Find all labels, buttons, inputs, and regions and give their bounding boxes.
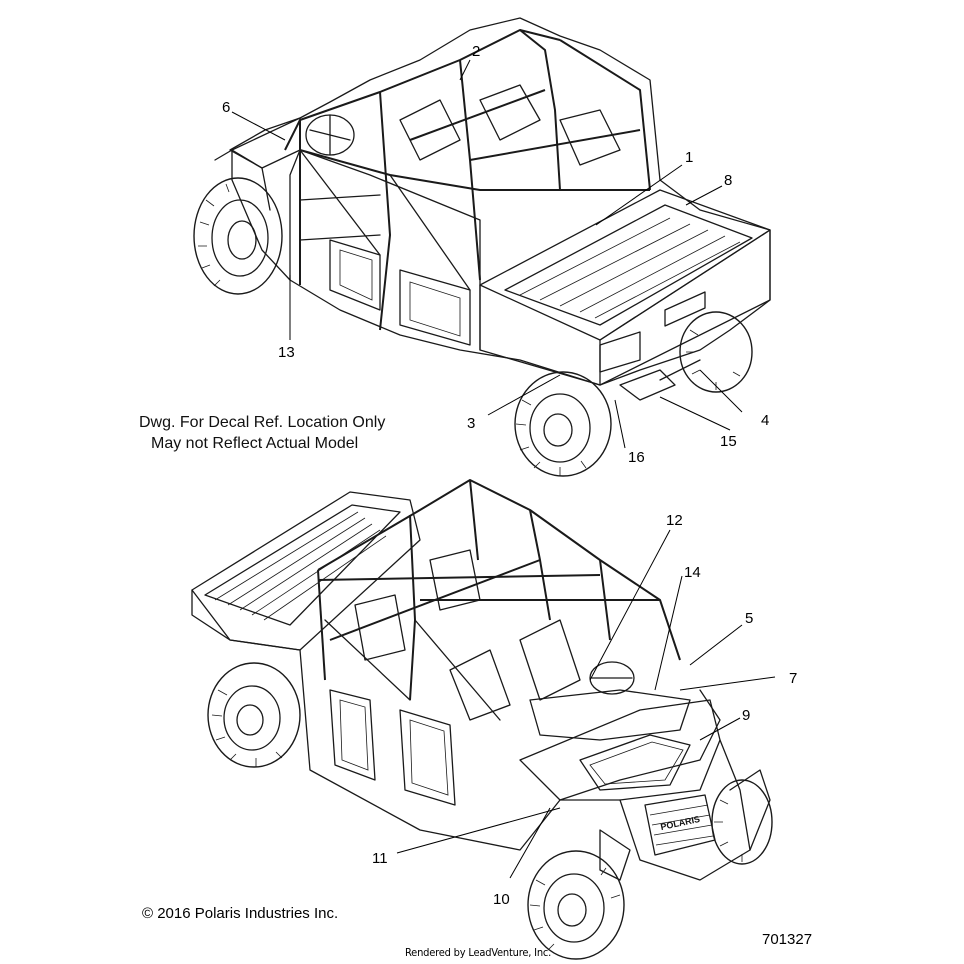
drawing-number: 701327 bbox=[762, 931, 813, 948]
rendered-by-credit: Rendered by LeadVenture, Inc. bbox=[405, 946, 552, 959]
callout-labels: 2 6 1 8 13 3 4 15 16 12 14 5 7 9 11 10 bbox=[222, 43, 797, 908]
callout-16: 16 bbox=[628, 449, 645, 466]
wheel-rear-left bbox=[514, 371, 612, 477]
callout-5: 5 bbox=[745, 610, 753, 627]
callout-9: 9 bbox=[742, 707, 750, 724]
callout-3: 3 bbox=[467, 415, 475, 432]
wheel-front-left-bottom bbox=[527, 850, 625, 960]
top-vehicle-rear-view bbox=[193, 17, 771, 477]
callout-7: 7 bbox=[789, 670, 797, 687]
wheel-rear-right bbox=[679, 311, 753, 393]
wheel-front-right-bottom bbox=[711, 779, 773, 865]
wheel-rear-left-bottom bbox=[207, 662, 301, 768]
callout-13: 13 bbox=[278, 344, 295, 361]
copyright-text: © 2016 Polaris Industries Inc. bbox=[142, 905, 339, 922]
callout-10: 10 bbox=[493, 891, 510, 908]
note-model-disclaimer: May not Reflect Actual Model bbox=[151, 435, 359, 452]
callout-15: 15 bbox=[720, 433, 737, 450]
callout-4: 4 bbox=[761, 412, 769, 429]
callout-1: 1 bbox=[685, 149, 693, 166]
wheel-front-left bbox=[193, 177, 283, 295]
grille-brand-text: POLARIS bbox=[660, 814, 701, 832]
callout-6: 6 bbox=[222, 99, 230, 116]
callout-8: 8 bbox=[724, 172, 732, 189]
cargo-box-bottom bbox=[191, 491, 421, 651]
callout-14: 14 bbox=[684, 564, 701, 581]
callout-leaders bbox=[231, 59, 776, 879]
note-decal-reference: Dwg. For Decal Ref. Location Only bbox=[139, 414, 386, 431]
callout-12: 12 bbox=[666, 512, 683, 529]
bottom-vehicle-front-view: POLARIS bbox=[191, 479, 773, 960]
callout-2: 2 bbox=[472, 43, 480, 60]
callout-11: 11 bbox=[372, 850, 388, 867]
